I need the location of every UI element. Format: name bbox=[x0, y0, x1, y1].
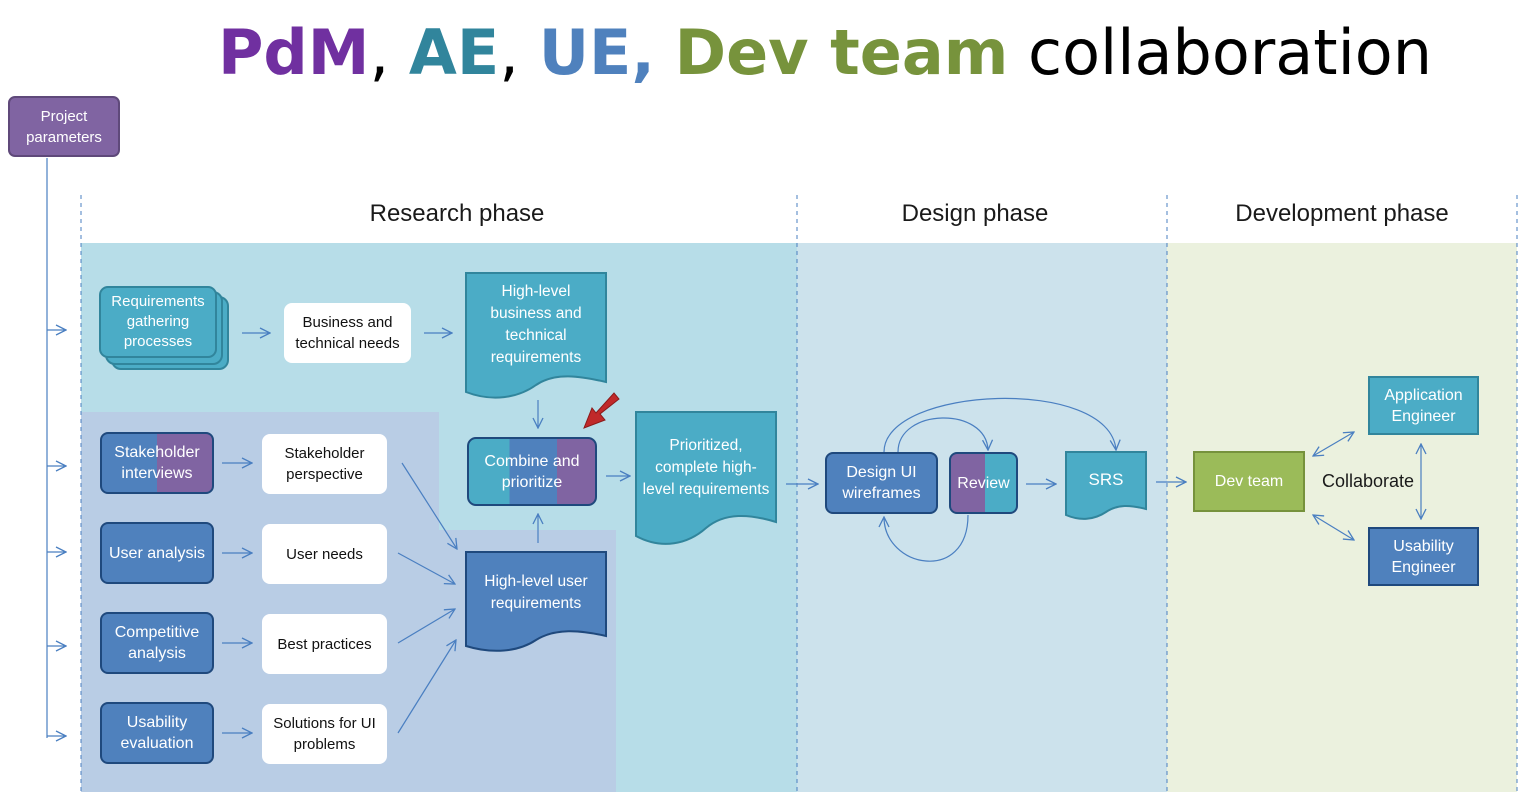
review-box: Review bbox=[949, 452, 1018, 514]
combine-prioritize-label: Combine and prioritize bbox=[484, 452, 580, 491]
page-title: PdM, AE, UE, Dev team collaboration bbox=[0, 18, 1530, 88]
prioritized-requirements-document bbox=[635, 411, 777, 545]
srs-label: SRS bbox=[1088, 469, 1124, 489]
high-level-business-document bbox=[465, 272, 607, 399]
srs-document bbox=[1065, 451, 1147, 520]
high-level-business-label: High-level business and technical requir… bbox=[490, 283, 582, 366]
competitive-analysis-box: Competitive analysis bbox=[100, 612, 214, 674]
high-level-business-label-wrap: High-level business and technical requir… bbox=[470, 278, 602, 372]
stakeholder-interviews-label: Stakeholder interviews bbox=[114, 444, 200, 482]
title-rest: collaboration bbox=[1008, 16, 1433, 89]
phase-dividers bbox=[80, 195, 1518, 792]
project-parameters-box: Project parameters bbox=[8, 96, 120, 157]
best-practices-box: Best practices bbox=[262, 614, 387, 674]
design-wireframes-box: Design UI wireframes bbox=[825, 452, 938, 514]
title-separator: , bbox=[369, 16, 409, 89]
user-analysis-box: User analysis bbox=[100, 522, 214, 584]
research-phase-label: Research phase bbox=[369, 200, 545, 227]
user-analysis-label: User analysis bbox=[108, 544, 206, 562]
prioritized-label: Prioritized, complete high-level require… bbox=[642, 437, 770, 498]
title-ae: AE bbox=[408, 16, 500, 89]
solutions-ui-box: Solutions for UI problems bbox=[262, 704, 387, 764]
usability-evaluation-box: Usability evaluation bbox=[100, 702, 214, 764]
title-separator: , bbox=[499, 16, 539, 89]
application-engineer-label: Application Engineer bbox=[1384, 386, 1463, 425]
stakeholder-perspective-label: Stakeholder perspective bbox=[284, 445, 365, 483]
usability-engineer-box: Usability Engineer bbox=[1368, 527, 1479, 586]
requirements-gathering-box: Requirements gathering processes bbox=[99, 286, 217, 358]
usability-engineer-label: Usability Engineer bbox=[1391, 537, 1456, 576]
review-label: Review bbox=[957, 474, 1010, 492]
requirements-gathering-label: Requirements gathering processes bbox=[111, 293, 205, 350]
stakeholder-perspective-box: Stakeholder perspective bbox=[262, 434, 387, 494]
business-needs-label: Business and technical needs bbox=[295, 314, 400, 352]
user-needs-label: User needs bbox=[286, 545, 363, 563]
design-phase-background bbox=[797, 243, 1167, 792]
title-pdm: PdM bbox=[217, 16, 370, 89]
title-dev: Dev team bbox=[674, 16, 1009, 89]
srs-label-wrap: SRS bbox=[1066, 462, 1146, 496]
highlight-arrow bbox=[583, 392, 620, 429]
project-parameters-label: Project parameters bbox=[26, 107, 102, 146]
dev-team-label: Dev team bbox=[1214, 473, 1284, 490]
stakeholder-interviews-box: Stakeholder interviews bbox=[100, 432, 214, 494]
title-ue: UE, bbox=[538, 16, 655, 89]
design-wireframes-label: Design UI wireframes bbox=[842, 464, 921, 502]
best-practices-label: Best practices bbox=[277, 635, 372, 653]
high-level-user-document bbox=[465, 551, 607, 652]
user-needs-box: User needs bbox=[262, 524, 387, 584]
design-phase-label: Design phase bbox=[901, 200, 1049, 227]
high-level-user-label: High-level user requirements bbox=[484, 573, 588, 612]
competitive-analysis-label: Competitive analysis bbox=[114, 624, 200, 662]
solutions-ui-label: Solutions for UI problems bbox=[273, 715, 376, 753]
dev-team-box: Dev team bbox=[1193, 451, 1305, 512]
high-level-user-label-wrap: High-level user requirements bbox=[470, 566, 602, 620]
usability-evaluation-label: Usability evaluation bbox=[120, 714, 194, 752]
collaborate-label: Collaborate bbox=[1321, 471, 1415, 491]
combine-prioritize-box: Combine and prioritize bbox=[467, 437, 597, 506]
business-needs-box: Business and technical needs bbox=[284, 303, 411, 363]
prioritized-label-wrap: Prioritized, complete high-level require… bbox=[640, 420, 772, 516]
development-phase-label: Development phase bbox=[1235, 200, 1449, 227]
application-engineer-box: Application Engineer bbox=[1368, 376, 1479, 435]
